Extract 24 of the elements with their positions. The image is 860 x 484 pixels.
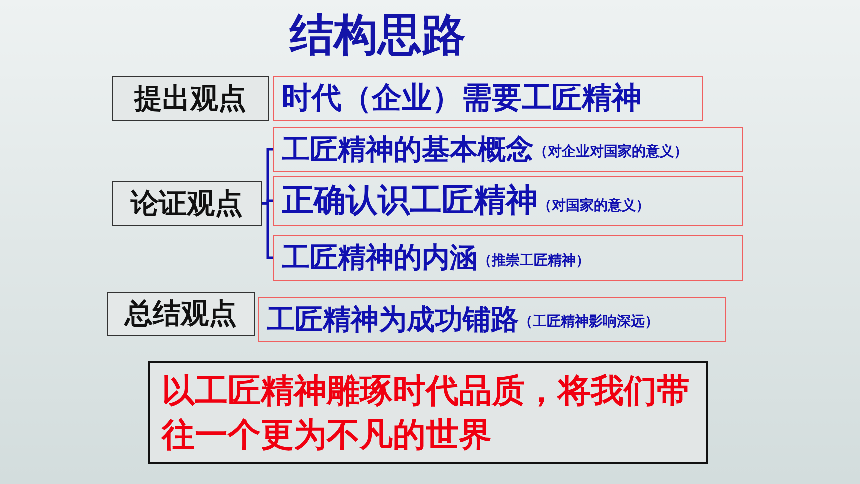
heading-text: 以工匠精神雕琢时代品质，将我们带往一个更为不凡的世界 <box>162 370 691 456</box>
bracket-line <box>262 202 273 260</box>
heading-text: 工匠精神为成功铺路 <box>267 302 519 338</box>
note-text: （工匠精神影响深远） <box>519 313 659 331</box>
note-text: （推崇工匠精神） <box>478 252 590 270</box>
heading-text: 正确认识工匠精神 <box>282 180 538 221</box>
note-text: （对企业对国家的意义） <box>534 143 688 161</box>
viewpoint-box <box>112 76 269 121</box>
heading-text: 工匠精神的内涵 <box>282 240 478 276</box>
summary-box <box>148 361 708 464</box>
note-text: （对国家的意义） <box>538 197 650 215</box>
viewpoint-box <box>112 181 262 226</box>
heading-text: 论证观点 <box>131 186 243 222</box>
heading-text: 提出观点 <box>134 80 246 116</box>
viewpoint-box <box>107 292 255 336</box>
conclusion-box <box>258 297 726 342</box>
title: 结构思路 <box>288 9 467 63</box>
argument-box <box>273 176 743 226</box>
heading-text: 工匠精神的基本概念 <box>282 132 534 168</box>
claim-box <box>273 76 703 121</box>
argument-box <box>273 127 743 172</box>
heading-text: 总结观点 <box>125 296 237 332</box>
heading-text: 时代（企业）需要工匠精神 <box>282 80 642 118</box>
argument-box <box>273 235 743 281</box>
